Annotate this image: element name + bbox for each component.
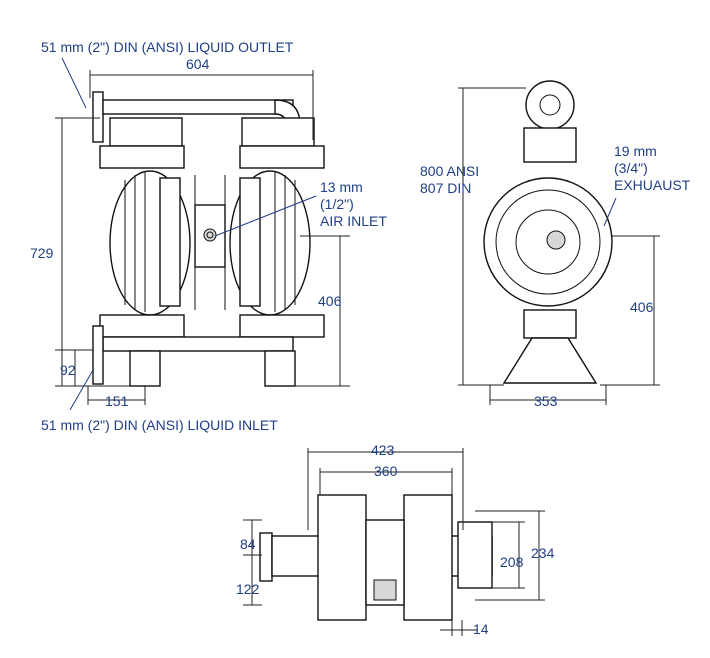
dim-423-line [307,448,464,530]
air-inlet-port [203,228,217,242]
outlet-pipe [102,99,294,115]
dim-14: 14 [473,621,489,637]
dim-353-side-line [489,385,607,405]
front-view [55,57,350,411]
inlet-leader [69,369,94,411]
side-base [502,337,598,384]
top-left-chamber [317,494,367,621]
dim-151: 151 [105,393,129,409]
right-top-block [239,145,325,169]
right-foot [264,350,296,387]
dim-604: 604 [186,56,210,72]
top-left-flange [259,532,273,582]
air-inlet-label-3: AIR INLET [320,213,387,229]
dim-208-line [492,521,525,589]
dim-122-line [243,554,262,606]
dim-423: 423 [371,442,395,458]
air-inlet-bore [206,231,214,239]
dim-406-side: 406 [630,299,654,315]
air-inlet-label-2: (1/2") [320,196,354,212]
height-label-1: 800 ANSI [420,163,479,179]
top-view [243,448,545,636]
dim-729-line [55,117,130,387]
side-chamber-inner [515,209,581,275]
height-label-2: 807 DIN [420,180,471,196]
top-exhaust [373,579,397,601]
left-bottom-block [99,314,185,338]
outlet-flange [92,91,104,143]
side-bottom-manifold [523,309,577,339]
dim-151-line [87,386,146,405]
dim-604-line [89,70,314,140]
right-chamber-cover [239,177,261,307]
right-top-manifold [241,117,315,147]
dim-height-side-line [458,87,526,386]
dim-14-line [440,620,478,636]
dim-353: 353 [534,393,558,409]
right-chamber-ribs [224,172,296,312]
top-right-end [457,521,493,589]
left-chamber-ribs [124,172,196,312]
side-hub [546,230,566,250]
side-top-manifold [523,127,577,163]
left-chamber-cover [159,177,181,307]
dim-360: 360 [374,463,398,479]
side-view [458,80,660,405]
dim-84: 84 [240,536,256,552]
dim-729: 729 [30,245,54,261]
dim-406-line [295,235,350,387]
dim-406-front: 406 [318,293,342,309]
outlet-leader [61,57,87,109]
inlet-label: 51 mm (2") DIN (ANSI) LIQUID INLET [41,417,278,433]
top-right-chamber [403,494,453,621]
dim-92-line [55,349,93,386]
exhaust-label-2: (3/4") [614,160,648,176]
left-top-manifold [109,117,183,147]
dim-234: 234 [531,545,555,561]
dim-92: 92 [60,362,76,378]
air-inlet-label-1: 13 mm [320,179,363,195]
inlet-pipe [102,336,294,352]
dim-234-line [475,510,545,601]
air-inlet-leader [214,195,317,237]
left-foot [129,350,161,387]
inlet-flange [92,325,104,385]
exhaust-leader [603,197,617,227]
exhaust-label-3: EXHUAUST [614,177,691,193]
dim-208: 208 [500,554,524,570]
dim-360-line [319,468,453,495]
right-bottom-block [239,314,325,338]
outlet-label: 51 mm (2") DIN (ANSI) LIQUID OUTLET [41,39,294,55]
side-chamber-ring [495,189,601,295]
dim-406-side-line [600,235,660,386]
side-top-flange [525,80,575,130]
exhaust-label-1: 19 mm [614,143,657,159]
dim-122: 122 [236,581,260,597]
left-top-block [99,145,185,169]
side-top-bore [539,94,561,116]
